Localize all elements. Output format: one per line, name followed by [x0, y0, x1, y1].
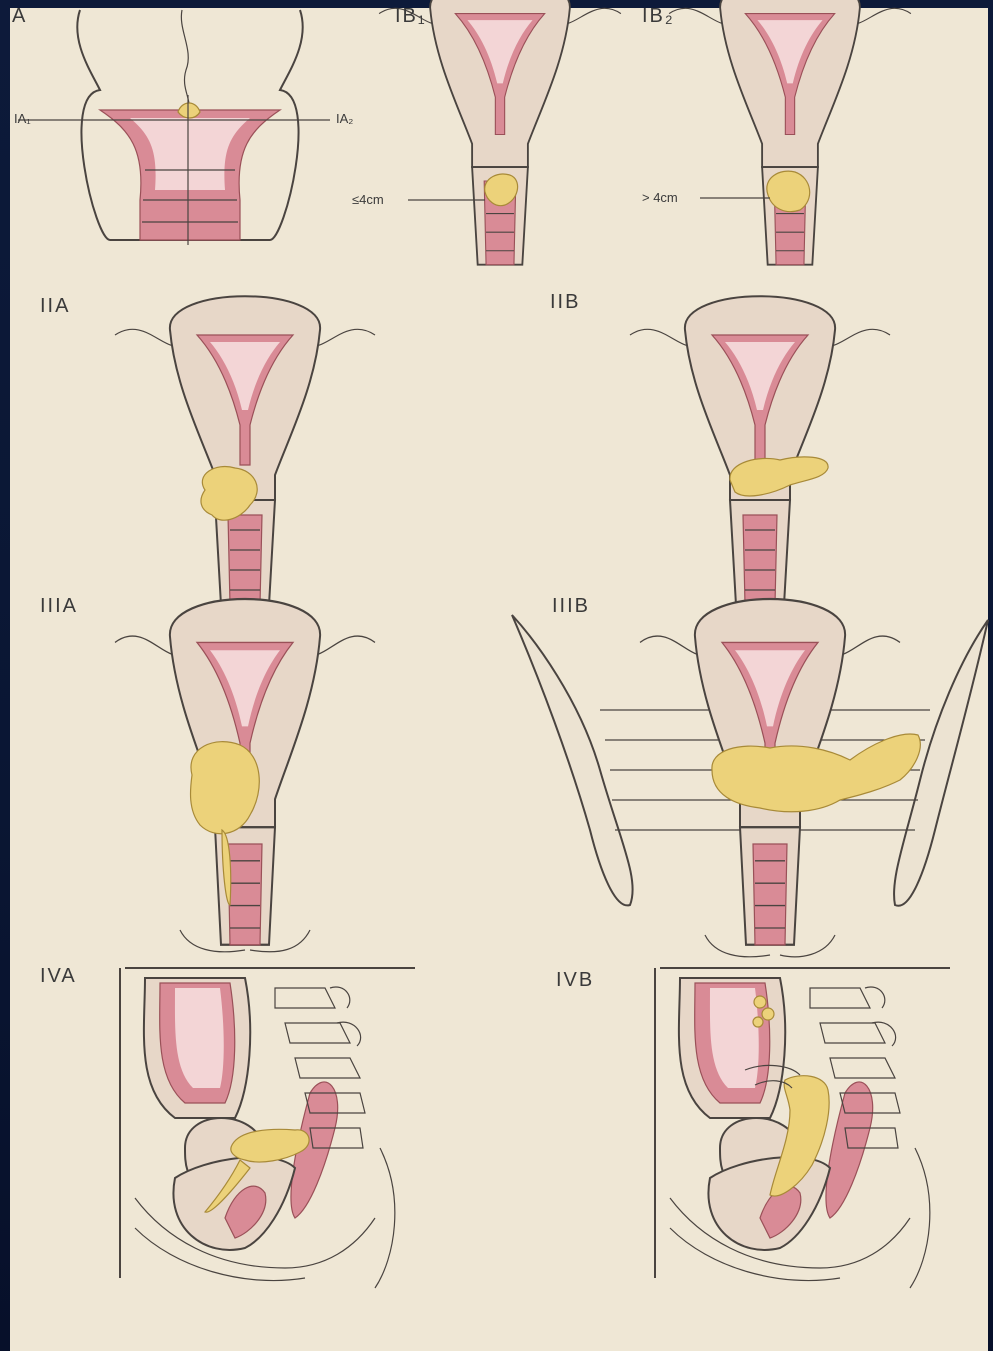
stage-ib1-panel: ≤4cm IB₁ — [352, 0, 621, 265]
stage-label-iiia: IIIA — [40, 595, 78, 617]
stage-label-ib1: IB₁ — [395, 5, 427, 27]
stage-label-ib2: IB₂ — [642, 5, 675, 27]
stage-ib2-panel: > 4cm IB₂ — [642, 0, 911, 265]
stage-label-iia: IIA — [40, 295, 70, 317]
stage-iib-panel: IIB — [550, 291, 890, 605]
stage-label-iiib: IIIB — [552, 595, 590, 617]
stage-iva-panel: IVA — [40, 965, 415, 1288]
stage-iiib-panel: IIIB — [512, 595, 988, 957]
stage-label-ia: A — [12, 5, 27, 27]
stage-ivb-panel: IVB — [556, 968, 950, 1288]
stage-iiia-panel: IIIA — [40, 595, 375, 952]
stage-label-ivb: IVB — [556, 969, 594, 991]
stage-ia-panel: A IA₁ IA₂ — [12, 5, 353, 245]
stage-label-ia1: IA₁ — [14, 111, 31, 126]
stage-iia-panel: IIA — [40, 295, 375, 605]
stage-label-iva: IVA — [40, 965, 77, 987]
stage-ib1-size: ≤4cm — [352, 192, 384, 207]
stage-label-iib: IIB — [550, 291, 580, 313]
stage-label-ia2: IA₂ — [336, 111, 353, 126]
stage-ib2-size: > 4cm — [642, 190, 678, 205]
